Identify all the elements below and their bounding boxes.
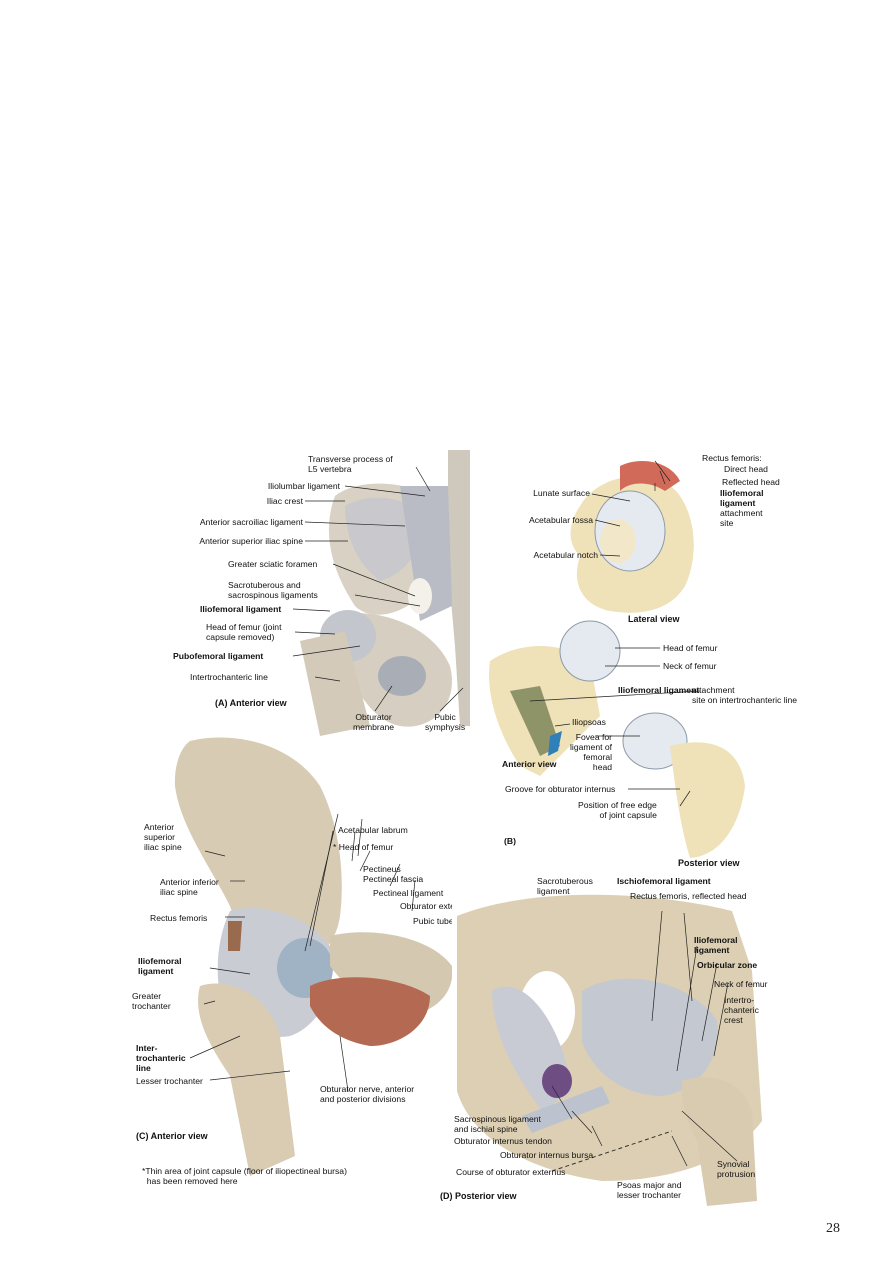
label-iliofemoral-ligament-c: Iliofemoral ligament — [138, 956, 182, 976]
panel-c-footnote: *Thin area of joint capsule (floor of il… — [142, 1166, 347, 1186]
label-greater-sciatic-foramen: Greater sciatic foramen — [228, 559, 318, 569]
label-anterior-superior-iliac-spine-c: Anterior superior iliac spine — [144, 822, 182, 852]
label-orbicular-zone: Orbicular zone — [697, 960, 758, 970]
label-iliolumbar-ligament: Iliolumbar ligament — [267, 481, 340, 491]
label-obturator-internus-tendon: Obturator internus tendon — [454, 1136, 552, 1146]
panel-c-view-title: (C) Anterior view — [136, 1131, 208, 1141]
label-iliofemoral-ligament-d: Iliofemoral ligament — [694, 935, 738, 955]
label-obturator-membrane: Obturator membrane — [353, 712, 395, 732]
label-head-of-femur-a: Head of femur (joint capsule removed) — [206, 622, 282, 642]
label-head-of-femur-b: Head of femur — [663, 643, 718, 653]
label-iliac-crest: Iliac crest — [266, 496, 303, 506]
label-anterior-inferior-iliac-spine: Anterior inferior iliac spine — [160, 877, 219, 897]
lateral-view-title: Lateral view — [628, 614, 680, 624]
label-sacrospinous-ischial-spine: Sacrospinous ligament and ischial spine — [454, 1114, 541, 1134]
panel-c-anterior-hip: Anterior superior iliac spine Acetabular… — [130, 736, 472, 1209]
label-sacrotuberous-ligament: Sacrotuberous ligament — [537, 876, 593, 896]
label-obturator-nerve: Obturator nerve, anterior and posterior … — [320, 1084, 415, 1104]
label-pubofemoral-ligament: Pubofemoral ligament — [173, 651, 264, 661]
label-rectus-femoris-heading: Rectus femoris: — [702, 453, 762, 463]
label-pectineal-ligament: Pectineal ligament — [373, 888, 444, 898]
label-direct-head: Direct head — [724, 464, 768, 474]
label-anterior-superior-iliac-spine: Anterior superior iliac spine — [199, 536, 303, 546]
label-transverse-process: Transverse process of L5 vertebra — [308, 454, 393, 474]
label-rectus-femoris-reflected-head: Rectus femoris, reflected head — [630, 891, 747, 901]
panel-d-view-title: (D) Posterior view — [440, 1191, 517, 1201]
label-attachment-site-b: attachment site — [720, 508, 763, 528]
label-acetabular-notch: Acetabular notch — [533, 550, 599, 560]
label-fovea: Fovea for ligament of femoral head — [570, 732, 613, 772]
label-intertrochanteric-line-c: Inter- trochanteric line — [136, 1043, 186, 1073]
label-pubic-symphysis: Pubic symphysis — [425, 712, 466, 732]
panel-a-anterior-pelvis: Transverse process of L5 vertebra Iliolu… — [130, 446, 475, 736]
label-iliofemoral-ligament-a: Iliofemoral ligament — [200, 604, 282, 614]
label-neck-of-femur-d: Neck of femur — [714, 979, 768, 989]
label-lunate-surface: Lunate surface — [533, 488, 590, 498]
panel-a-view-title: (A) Anterior view — [215, 698, 287, 708]
label-acetabular-fossa: Acetabular fossa — [528, 515, 593, 525]
panel-b-tag: (B) — [504, 836, 516, 846]
label-attachment-site-intertrochanteric: attachment site on intertrochanteric lin… — [692, 685, 798, 705]
label-free-edge-joint-capsule: Position of free edge of joint capsule — [578, 800, 657, 820]
anatomy-figure: Transverse process of L5 vertebra Iliolu… — [130, 446, 797, 1209]
label-groove-obturator-internus: Groove for obturator internus — [505, 784, 616, 794]
label-reflected-head: Reflected head — [722, 477, 780, 487]
label-acetabular-labrum: Acetabular labrum — [338, 825, 408, 835]
label-course-obturator-externus: Course of obturator externus — [456, 1167, 566, 1177]
label-ischiofemoral-ligament: Ischiofemoral ligament — [617, 876, 711, 886]
page-number: 28 — [826, 1221, 840, 1236]
label-head-of-femur-c: * Head of femur — [333, 842, 394, 852]
label-anterior-sacroiliac-ligament: Anterior sacroiliac ligament — [199, 517, 303, 527]
panel-d-posterior-hip: Sacrotuberous ligament Ischiofemoral lig… — [440, 871, 768, 1209]
panel-b-femur-acetabulum: Rectus femoris: Direct head Reflected he… — [480, 446, 797, 871]
label-lesser-trochanter: Lesser trochanter — [136, 1076, 203, 1086]
label-sacrotuberous-sacrospinous: Sacrotuberous and sacrospinous ligaments — [228, 580, 318, 600]
anterior-view-title-b: Anterior view — [502, 759, 557, 769]
label-pectineus-fascia: Pectineus Pectineal fascia — [363, 864, 424, 884]
panel-a-illustration — [130, 446, 475, 736]
panel-d-illustration — [452, 871, 767, 1209]
label-intertrochanteric-crest: Intertro- chanteric crest — [724, 995, 759, 1025]
label-synovial-protrusion: Synovial protrusion — [717, 1159, 756, 1179]
panel-c-illustration — [130, 736, 460, 1209]
posterior-view-title-b: Posterior view — [678, 858, 740, 868]
panel-b-illustration — [480, 446, 767, 871]
label-greater-trochanter: Greater trochanter — [132, 991, 171, 1011]
label-intertrochanteric-line-a: Intertrochanteric line — [190, 672, 268, 682]
label-iliofemoral-ligament-b: Iliofemoral ligament — [720, 488, 764, 508]
label-obturator-internus-bursa: Obturator internus bursa — [500, 1150, 594, 1160]
label-neck-of-femur-b: Neck of femur — [663, 661, 717, 671]
label-rectus-femoris-c: Rectus femoris — [150, 913, 208, 923]
label-iliopsoas: Iliopsoas — [572, 717, 606, 727]
label-iliofemoral-ligament-attachment: Iliofemoral ligament — [618, 685, 700, 695]
label-psoas-major-lesser-trochanter: Psoas major and lesser trochanter — [617, 1180, 682, 1200]
